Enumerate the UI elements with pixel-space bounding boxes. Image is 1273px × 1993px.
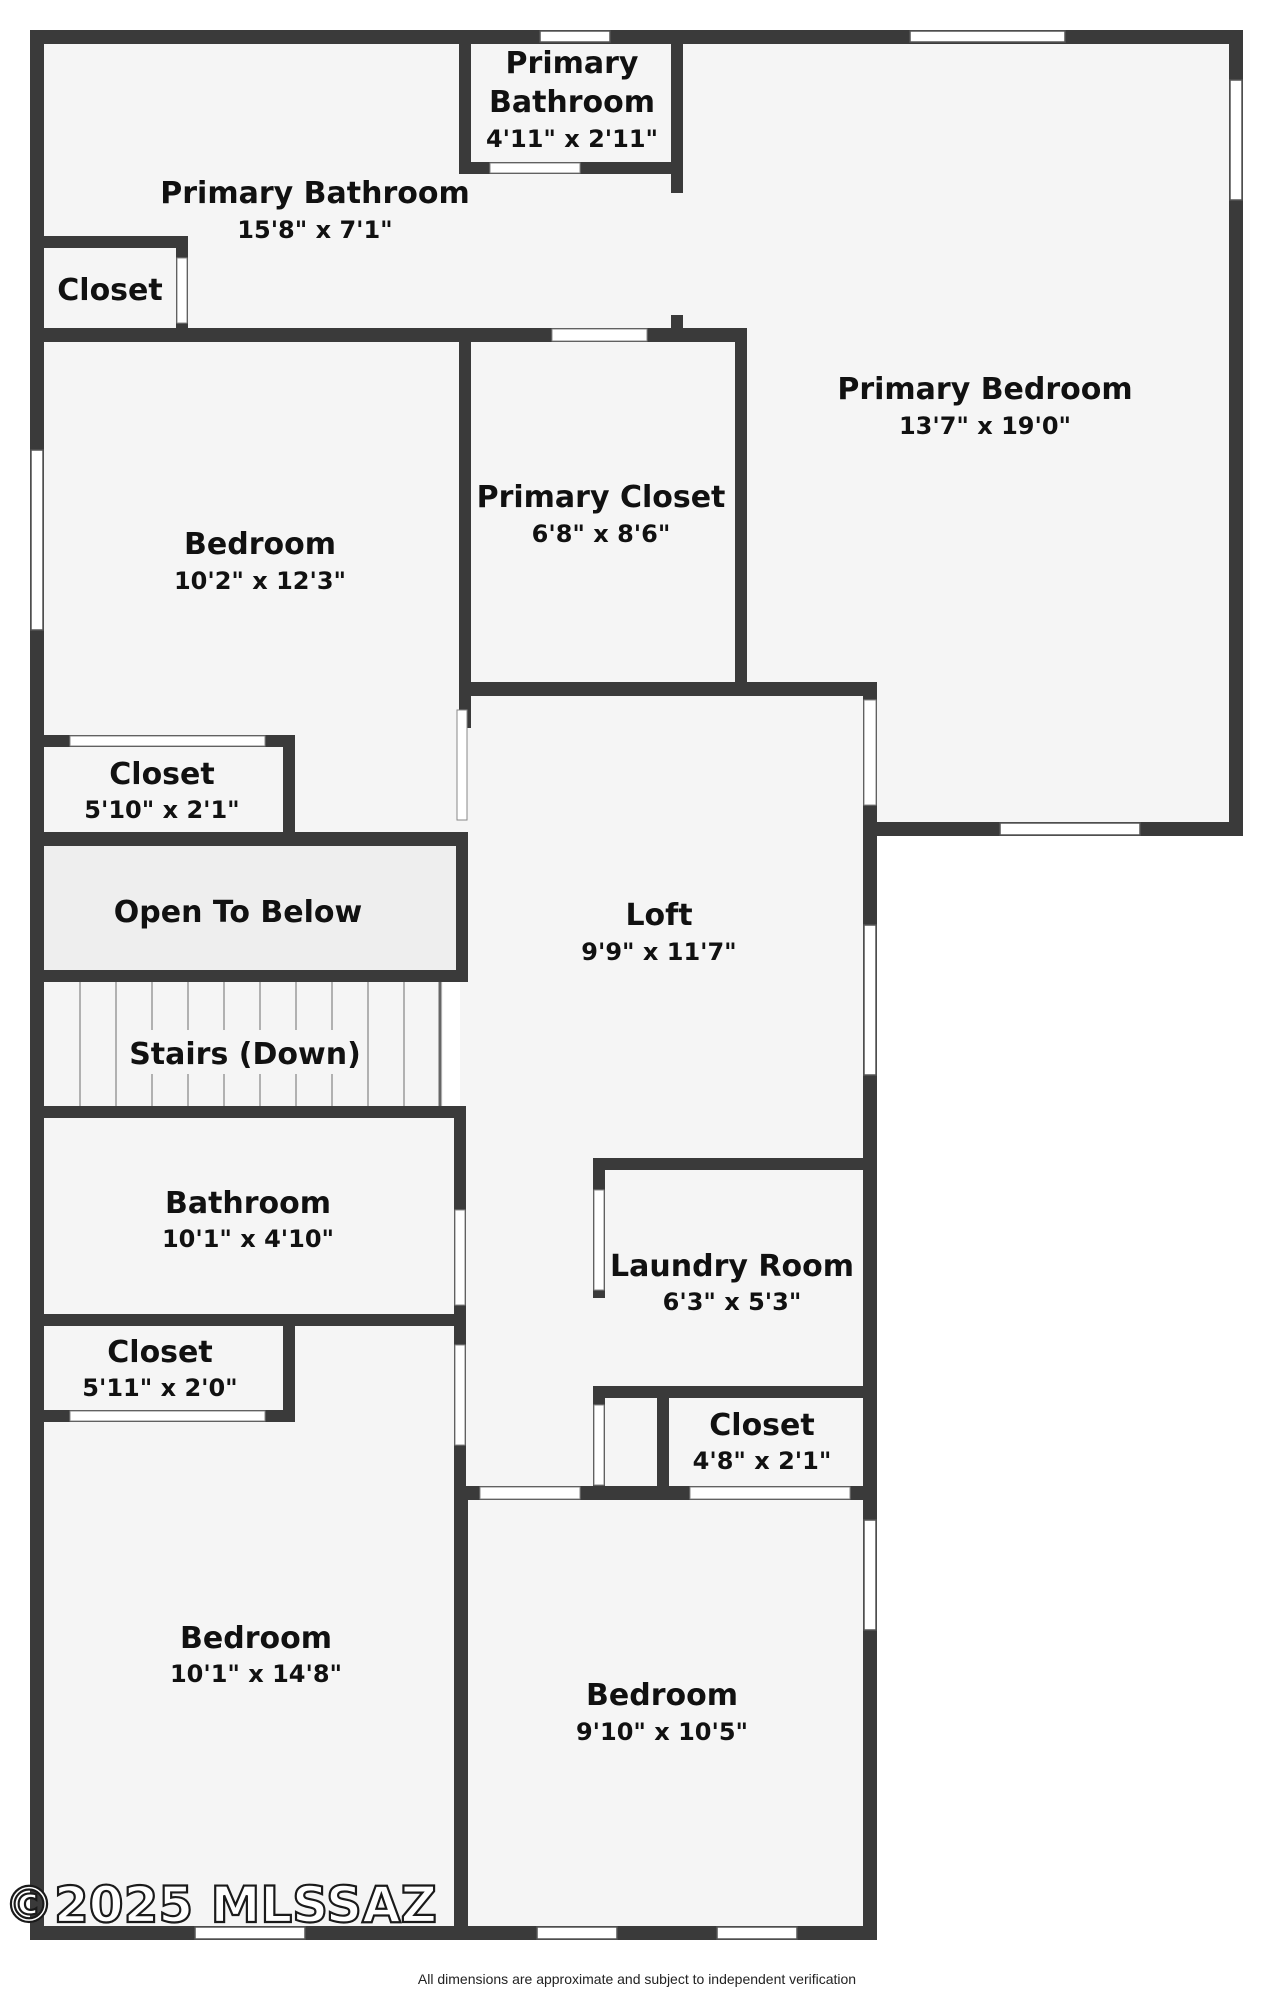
room-dimensions: 6'8" x 8'6" <box>532 520 671 548</box>
room-dimensions: 10'1" x 14'8" <box>170 1660 342 1688</box>
room-dimensions: 6'3" x 5'3" <box>663 1288 802 1316</box>
room-label-bedroom-3: Bedroom 9'10" x 10'5" <box>576 1678 748 1746</box>
room-label-primary-closet: Primary Closet 6'8" x 8'6" <box>477 480 726 548</box>
room-label-closet-3: Closet 5'11" x 2'0" <box>82 1335 237 1402</box>
room-dimensions: 15'8" x 7'1" <box>237 216 392 244</box>
door-openings <box>69 162 877 1500</box>
room-name: Loft <box>625 898 692 933</box>
floor-loft <box>460 695 865 1495</box>
room-dimensions: 5'10" x 2'1" <box>84 796 239 824</box>
watermark: ©2025 MLSSAZ <box>4 1876 437 1934</box>
floor-primary-closet <box>460 335 740 695</box>
floor-bedroom-1 <box>38 335 460 840</box>
room-label-bedroom-1: Bedroom 10'2" x 12'3" <box>174 527 346 595</box>
room-name: Bathroom <box>489 85 655 120</box>
room-name: Closet <box>107 1335 212 1370</box>
room-name: Closet <box>109 757 214 792</box>
room-label-open-to-below: Open To Below <box>114 895 362 930</box>
room-name: Primary <box>506 46 639 81</box>
room-name: Closet <box>709 1408 814 1443</box>
room-label-loft: Loft 9'9" x 11'7" <box>581 898 736 966</box>
room-name: Bedroom <box>184 527 336 562</box>
room-name: Closet <box>57 273 162 308</box>
floors <box>38 38 1233 1930</box>
room-label-bedroom-2: Bedroom 10'1" x 14'8" <box>170 1621 342 1688</box>
room-dimensions: 9'9" x 11'7" <box>581 938 736 966</box>
room-label-primary-bedroom: Primary Bedroom 13'7" x 19'0" <box>837 372 1132 440</box>
floor-upper <box>38 38 1233 826</box>
room-dimensions: 4'11" x 2'11" <box>486 125 658 153</box>
open-to-below-area <box>38 840 458 970</box>
room-label-primary-bathroom: Primary Bathroom 15'8" x 7'1" <box>160 176 469 244</box>
room-name: Primary Bathroom <box>160 176 469 211</box>
room-label-primary-bathroom-small: Primary Bathroom 4'11" x 2'11" <box>486 46 658 153</box>
room-name: Stairs (Down) <box>129 1037 361 1072</box>
room-name: Bathroom <box>165 1186 331 1221</box>
disclaimer: All dimensions are approximate and subje… <box>418 1971 856 1987</box>
room-name: Primary Closet <box>477 480 726 515</box>
room-name: Laundry Room <box>610 1249 854 1284</box>
room-dimensions: 10'2" x 12'3" <box>174 567 346 595</box>
room-dimensions: 5'11" x 2'0" <box>82 1374 237 1402</box>
room-dimensions: 9'10" x 10'5" <box>576 1718 748 1746</box>
room-name: Open To Below <box>114 895 362 930</box>
room-label-closet-4: Closet 4'8" x 2'1" <box>693 1408 832 1475</box>
room-name: Primary Bedroom <box>837 372 1132 407</box>
room-label-closet-top: Closet <box>57 273 162 308</box>
room-dimensions: 10'1" x 4'10" <box>162 1225 334 1253</box>
room-name: Bedroom <box>180 1621 332 1656</box>
room-dimensions: 4'8" x 2'1" <box>693 1447 832 1475</box>
room-name: Bedroom <box>586 1678 738 1713</box>
room-label-closet-2: Closet 5'10" x 2'1" <box>84 757 239 824</box>
room-label-stairs: Stairs (Down) <box>129 1030 361 1074</box>
floor-bedroom-3 <box>460 1495 865 1930</box>
floor-bathroom <box>38 1110 460 1320</box>
room-label-bathroom: Bathroom 10'1" x 4'10" <box>162 1186 334 1253</box>
windows <box>30 30 1243 1940</box>
room-label-laundry-room: Laundry Room 6'3" x 5'3" <box>610 1249 854 1316</box>
room-dimensions: 13'7" x 19'0" <box>899 412 1071 440</box>
